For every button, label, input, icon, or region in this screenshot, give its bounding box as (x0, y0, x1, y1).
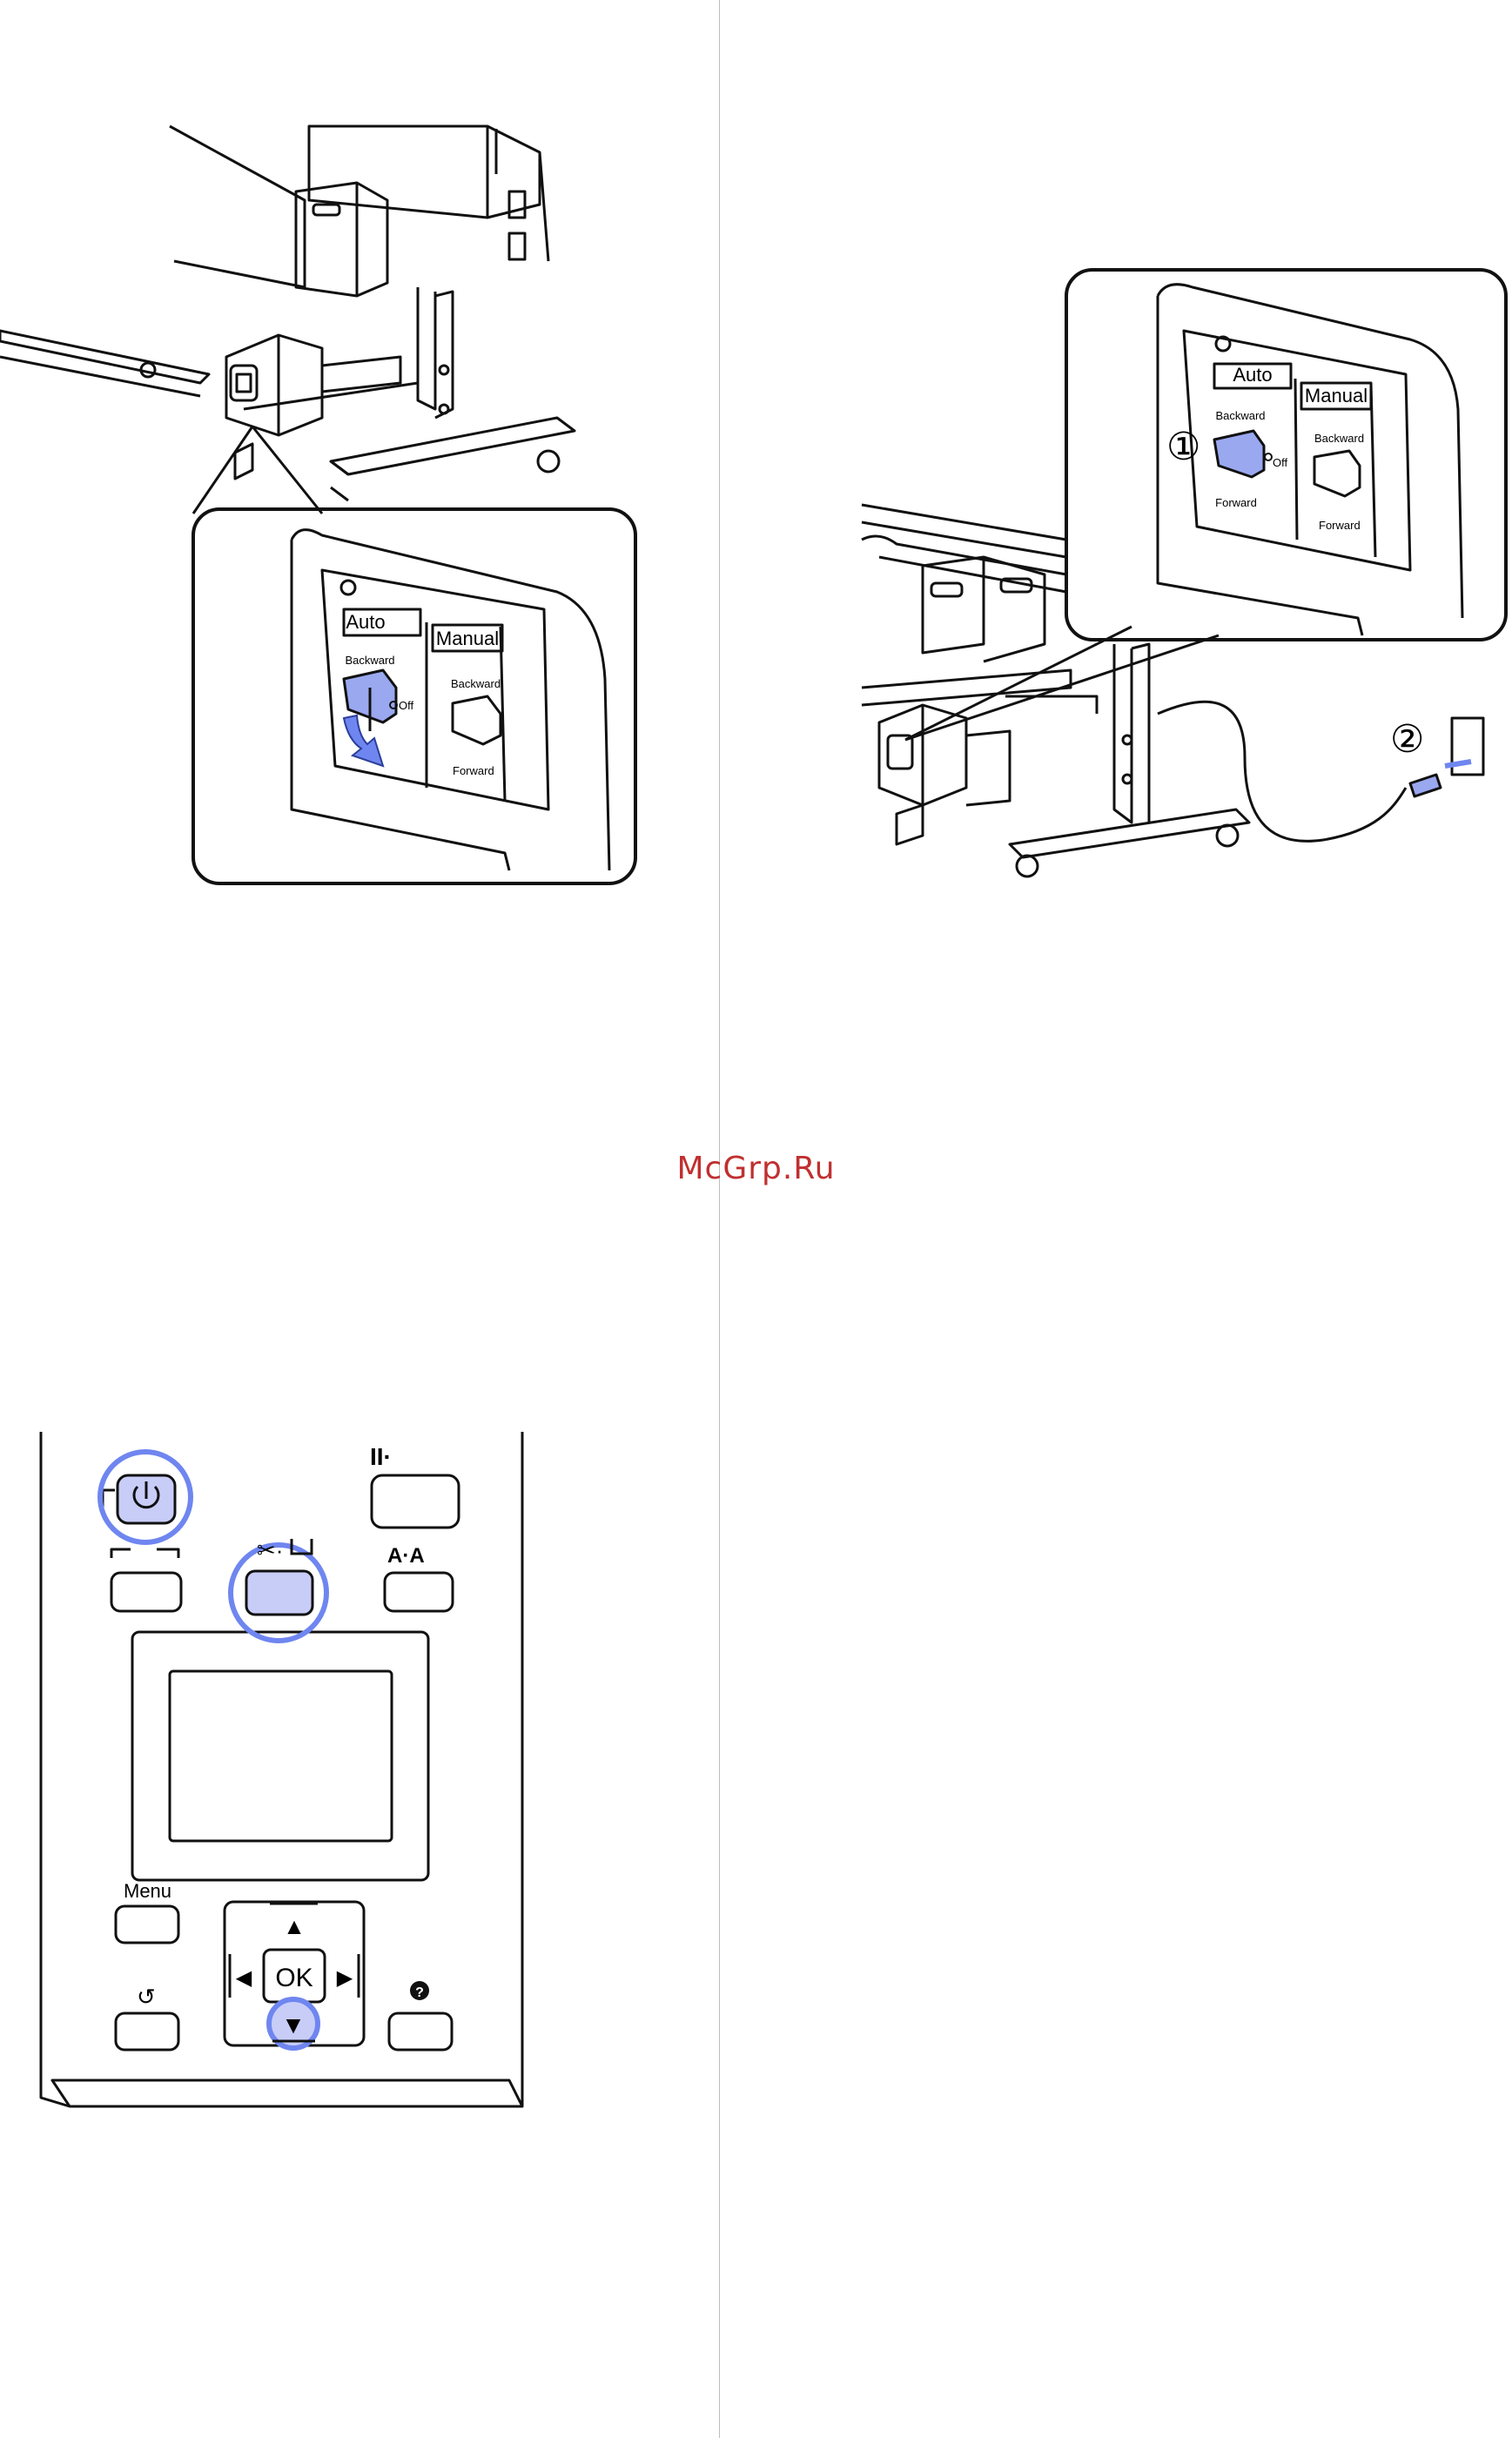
pause-symbol: II· (370, 1443, 392, 1470)
watermark: McGrp.Ru (0, 1151, 1512, 1186)
back-button (116, 2013, 178, 2050)
down-arrow-icon: ▼ (281, 2012, 306, 2038)
lcd-screen (170, 1671, 392, 1841)
menu-label: Menu (124, 1880, 171, 1902)
cut-button (246, 1571, 312, 1615)
help-button (389, 2013, 452, 2050)
help-symbol: ? (415, 1985, 424, 2000)
left-arrow-icon: ◀ (236, 1966, 252, 1990)
font-symbol: A·A (387, 1544, 425, 1568)
cut-symbol: ✂· (257, 1537, 283, 1563)
menu-button (116, 1906, 178, 1943)
right-arrow-icon: ▶ (337, 1966, 353, 1990)
feed-button (111, 1573, 181, 1611)
up-arrow-icon: ▲ (283, 1913, 306, 1939)
pause-cancel-button (372, 1475, 459, 1528)
font-button (385, 1573, 453, 1611)
ok-label: OK (275, 1964, 312, 1992)
lcd-frame (132, 1632, 428, 1880)
back-symbol: ↺ (137, 1984, 156, 2010)
